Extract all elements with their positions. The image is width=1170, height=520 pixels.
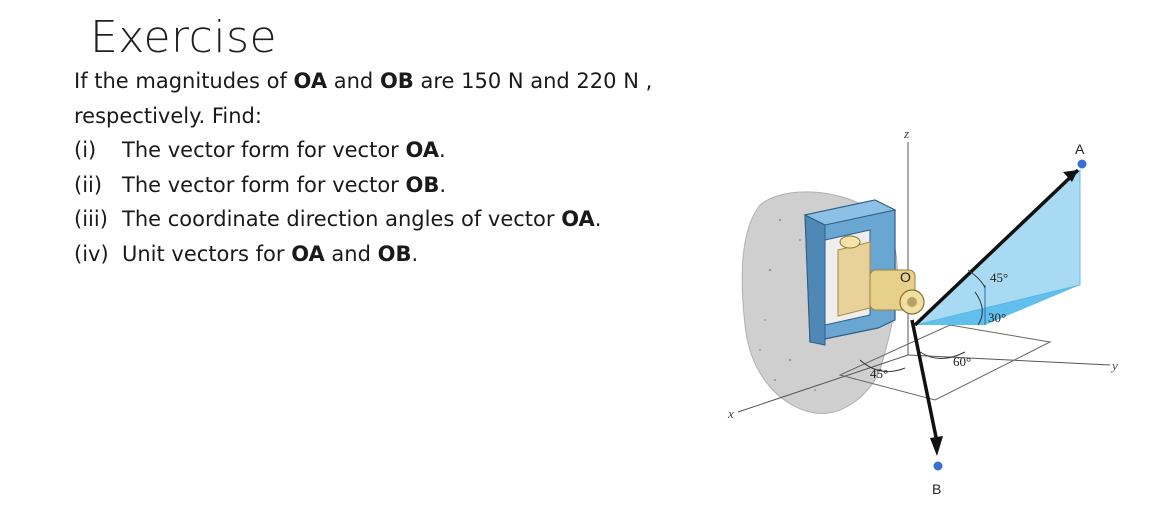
intro-text-1: If the magnitudes of xyxy=(74,69,294,93)
item-end: . xyxy=(411,241,419,266)
item-end: . xyxy=(439,138,446,162)
item-iii: (iii) The coordinate direction angles of … xyxy=(74,202,754,237)
item-bold: OB xyxy=(405,172,440,197)
intro-line-1: If the magnitudes of OA and OB are 150 N… xyxy=(74,64,754,99)
intro-ob: OB xyxy=(379,69,414,93)
item-text: The coordinate direction angles of vecto… xyxy=(122,207,562,231)
slide-title: Exercise xyxy=(90,12,278,63)
intro-text-2: and xyxy=(327,69,380,93)
item-number: (iii) xyxy=(74,207,108,231)
vector-oa xyxy=(913,168,1080,327)
intro-text-3: are 150 N and 220 N , xyxy=(413,69,653,93)
point-a-label: A xyxy=(1075,141,1085,157)
point-b-label: B xyxy=(932,481,941,497)
vector-oa-head xyxy=(1063,170,1078,182)
item-text: Unit vectors for xyxy=(122,241,292,266)
item-bold-2: OB xyxy=(377,241,412,266)
angle-30-label: 30° xyxy=(988,310,1006,325)
item-text: The vector form for vector xyxy=(122,172,406,197)
angle-45-bottom-label: 45° xyxy=(870,366,888,381)
x-axis xyxy=(737,354,909,413)
arc-30 xyxy=(974,291,983,326)
item-end: . xyxy=(594,207,602,231)
point-a xyxy=(1077,159,1087,169)
angle-60-label: 60° xyxy=(953,354,971,369)
point-o-label: O xyxy=(900,269,911,285)
y-axis xyxy=(907,354,1111,366)
item-number: (iv) xyxy=(74,241,109,266)
item-i: (i) The vector form for vector OA. xyxy=(74,133,754,168)
wall-speckles xyxy=(759,209,831,391)
item-number: (i) xyxy=(74,138,97,162)
angle-45-top-label: 45° xyxy=(990,270,1008,285)
pin-connector xyxy=(869,269,925,315)
oa-projection-plane xyxy=(915,285,1080,325)
base-projection xyxy=(838,324,1052,401)
item-bold: OA xyxy=(561,207,595,231)
axis-z-label: z xyxy=(903,126,909,141)
item-bold: OA xyxy=(291,241,325,266)
axis-y-label: y xyxy=(1110,358,1118,373)
arc-45-top xyxy=(967,269,986,289)
item-number: (ii) xyxy=(74,172,103,197)
figure-svg: z y x A B O 45° 30° 60° 45° xyxy=(727,126,1118,497)
problem-statement: If the magnitudes of OA and OB are 150 N… xyxy=(74,64,754,271)
axis-x-label: x xyxy=(727,406,734,421)
item-bold: OA xyxy=(405,138,440,162)
item-iv: (iv) Unit vectors for OA and OB. xyxy=(74,237,754,272)
item-ii: (ii) The vector form for vector OB. xyxy=(74,168,754,203)
point-b xyxy=(933,461,943,471)
item-text: The vector form for vector xyxy=(122,138,406,162)
arc-60 xyxy=(919,351,966,359)
vector-ob xyxy=(910,319,939,443)
intro-line-2: respectively. Find: xyxy=(74,103,262,128)
arc-45-bottom xyxy=(859,359,906,373)
vector-ob-head xyxy=(930,436,943,456)
item-mid: and xyxy=(324,241,378,266)
item-end: . xyxy=(439,172,447,197)
intro-oa: OA xyxy=(293,69,328,93)
force-vector-figure: z y x A B O 45° 30° 60° 45° xyxy=(720,120,1160,515)
